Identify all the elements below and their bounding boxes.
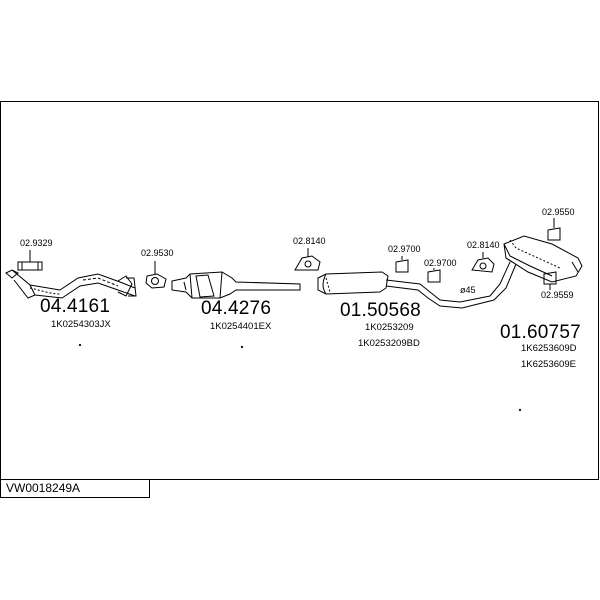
part-ref-1k6253609e: 1K6253609E [521, 359, 576, 370]
label-02-9530: 02.9530 [141, 248, 174, 258]
hanger-02-9559 [543, 271, 557, 290]
part-ref-1k0254303jx: 1K0254303JX [51, 319, 111, 330]
kit-code-box: VW0018249A [0, 479, 150, 498]
label-02-8140-left: 02.8140 [293, 236, 326, 246]
label-02-9329: 02.9329 [20, 238, 53, 248]
kit-code: VW0018249A [6, 481, 81, 495]
clamp-02-9329 [17, 250, 43, 271]
diagram-frame [0, 101, 599, 480]
catalytic-converter-part [171, 271, 301, 299]
hanger-02-9700-b [427, 268, 441, 283]
part-code-04-4161: 04.4161 [40, 296, 111, 317]
label-02-9559: 02.9559 [541, 290, 574, 300]
part-ref-1k0253209bd: 1K0253209BD [358, 338, 420, 349]
hanger-02-9550 [547, 218, 561, 241]
hanger-02-8140-left [294, 248, 321, 271]
part-ref-1k0254401ex: 1K0254401EX [210, 321, 272, 332]
hanger-02-9700-a [395, 256, 409, 273]
part-code-01-60757: 01.60757 [500, 322, 581, 343]
part-code-04-4276: 04.4276 [201, 298, 272, 319]
part-ref-1k0253209: 1K0253209 [365, 322, 414, 333]
middle-silencer-part [317, 261, 517, 309]
part-code-01-50568: 01.50568 [340, 300, 421, 321]
part-ref-1k6253609d: 1K6253609D [521, 343, 577, 354]
label-pipe-diameter: ø45 [460, 285, 476, 295]
rear-silencer-part [503, 235, 583, 283]
label-02-9700-a: 02.9700 [388, 244, 421, 254]
label-02-8140-right: 02.8140 [467, 240, 500, 250]
front-pipe-part [5, 269, 137, 299]
label-02-9700-b: 02.9700 [424, 258, 457, 268]
label-02-9550: 02.9550 [542, 207, 575, 217]
gasket-02-9530 [145, 261, 167, 289]
hanger-02-8140-right [471, 252, 495, 273]
